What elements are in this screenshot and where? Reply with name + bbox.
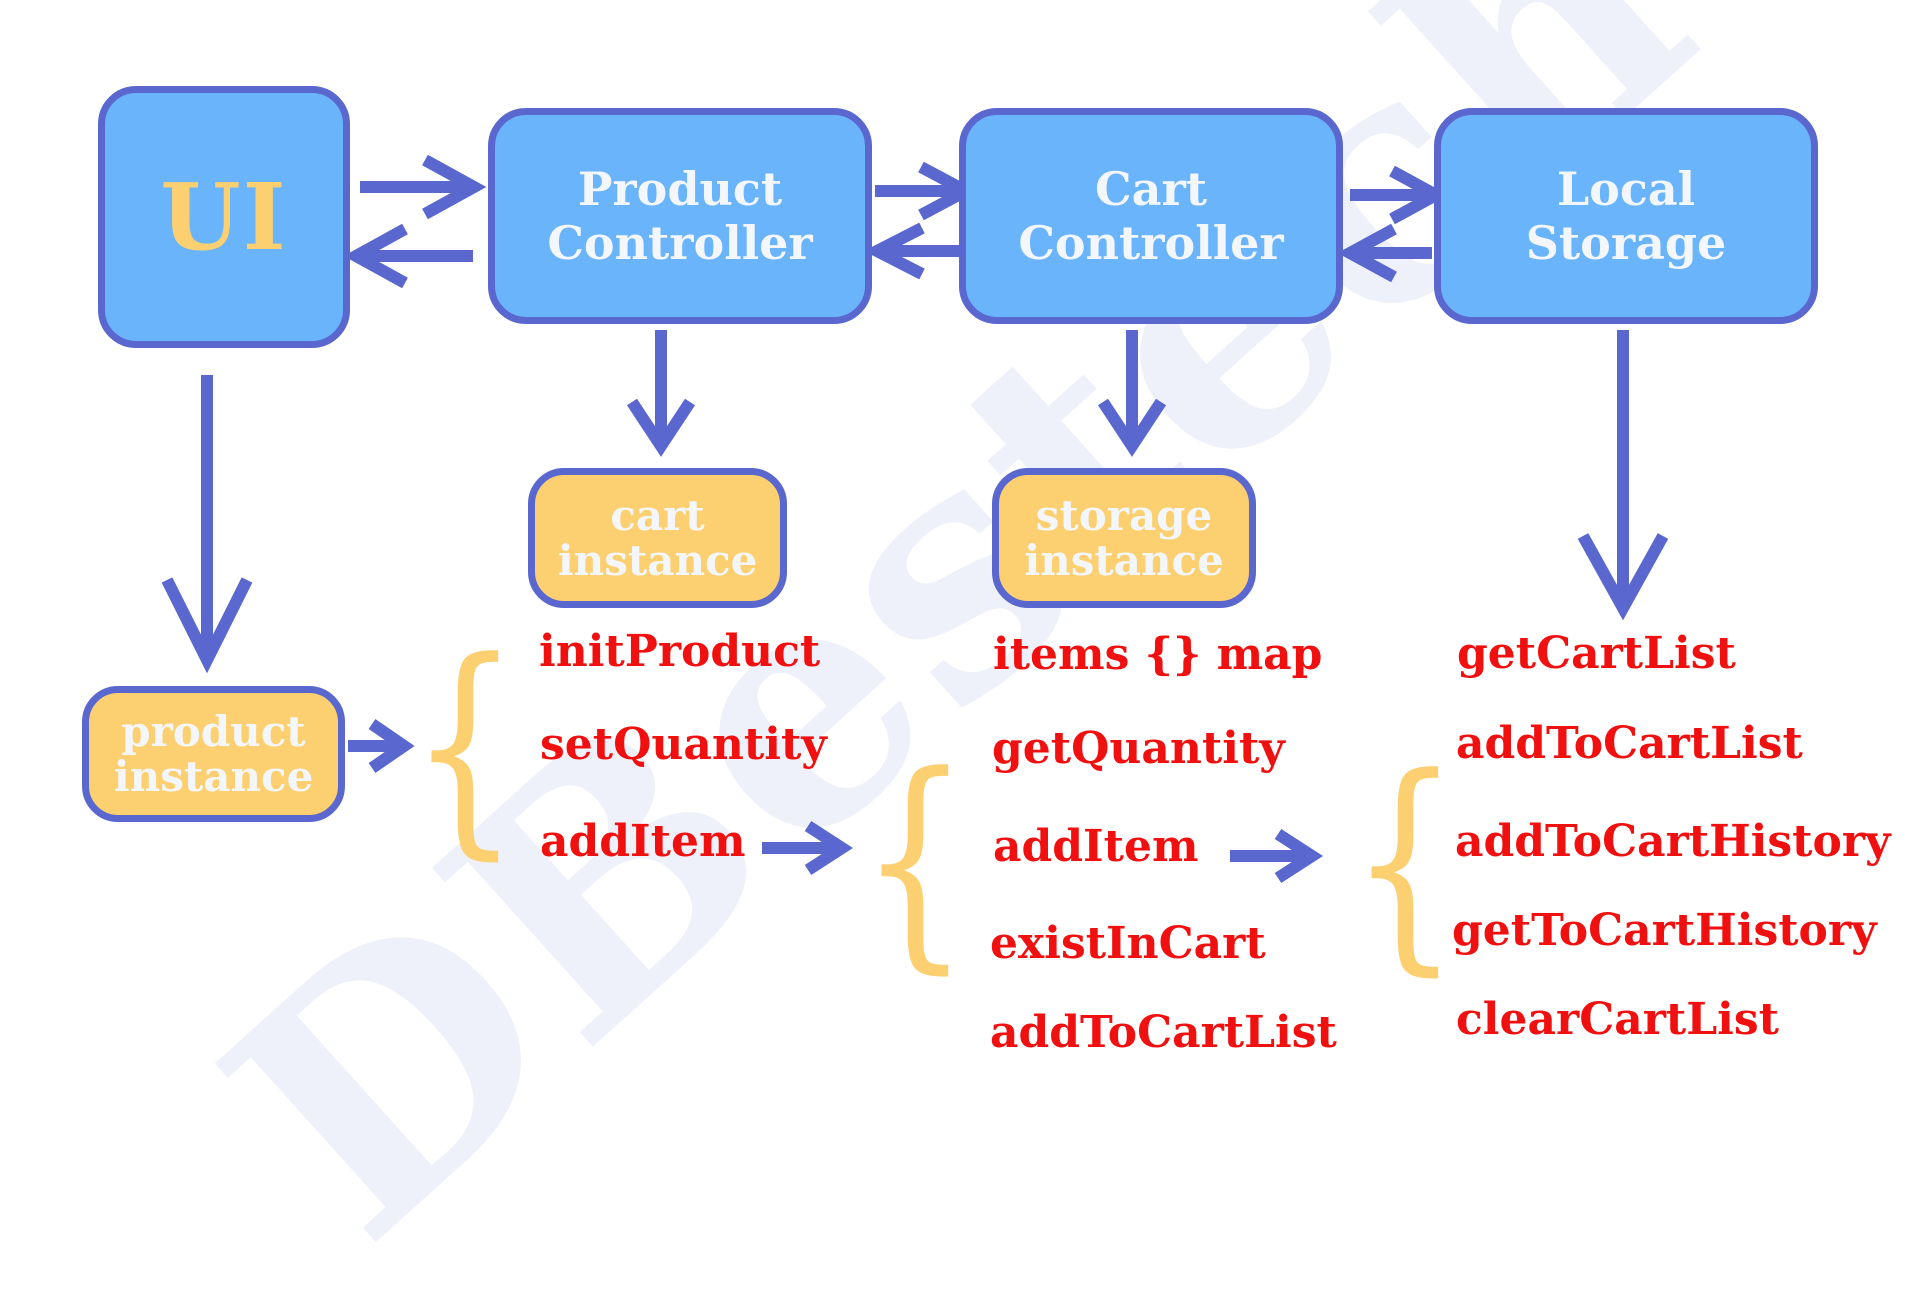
arrow-product-controller-to-cart-instance — [626, 330, 696, 457]
local-storage-label-line1: Local — [1556, 161, 1696, 216]
local-storage-label-line2: Storage — [1525, 216, 1727, 270]
cart-controller-label-line1: Cart — [1095, 161, 1207, 216]
arrow-local-storage-to-cart-controller — [1337, 223, 1432, 283]
arrow-cart-controller-to-storage-instance — [1097, 330, 1167, 457]
storage-instance-node: storage instance — [992, 468, 1256, 608]
cart-controller-label-line2: Controller — [1018, 216, 1284, 270]
arrow-ui-to-product-controller — [360, 154, 487, 220]
method-setquantity: setQuantity — [540, 719, 827, 770]
method-clearcartlist: clearCartList — [1456, 994, 1779, 1045]
storage-methods-brace: { — [1350, 729, 1460, 996]
product-instance-label-line1: product — [121, 706, 306, 756]
ui-node-label: UI — [160, 162, 288, 271]
arrow-cart-controller-to-product-controller — [863, 222, 960, 280]
product-instance-label-line2: instance — [113, 752, 314, 801]
method-getcartlist: getCartList — [1457, 628, 1736, 679]
cart-controller-node: Cart Controller — [959, 108, 1343, 324]
method-gettocarthistory: getToCartHistory — [1452, 905, 1877, 956]
cart-methods-brace: { — [860, 727, 970, 994]
cart-instance-node: cart instance — [528, 468, 787, 608]
cart-instance-label-line2: instance — [557, 536, 758, 585]
local-storage-node: Local Storage — [1434, 108, 1818, 324]
product-instance-node: product instance — [82, 686, 345, 822]
storage-instance-label-line1: storage — [1035, 490, 1213, 540]
product-controller-label-line2: Controller — [547, 216, 813, 270]
storage-instance-label-line2: instance — [1024, 536, 1224, 585]
arrow-cart-controller-to-local-storage — [1350, 165, 1449, 225]
method-cart-addtocartlist: addToCartList — [990, 1007, 1337, 1058]
ui-node: UI — [98, 86, 350, 348]
method-additem: addItem — [540, 816, 746, 867]
product-methods-brace: { — [410, 613, 520, 880]
cart-instance-label-line1: cart — [610, 490, 705, 540]
architecture-diagram: DBestech — [82, 0, 1891, 1310]
arrow-product-controller-to-ui — [343, 223, 473, 289]
arrow-product-controller-to-cart-controller — [875, 161, 979, 221]
product-controller-label-line1: Product — [577, 161, 783, 216]
method-addtocarthistory: addToCartHistory — [1455, 816, 1891, 867]
arrow-ui-to-product-instance — [161, 375, 253, 674]
method-existincart: existInCart — [990, 918, 1266, 969]
method-getquantity: getQuantity — [992, 723, 1285, 774]
arrow-cart-additem-to-storage-methods — [1230, 828, 1324, 884]
arrow-additem-to-cart-methods — [762, 820, 854, 876]
method-storage-addtocartlist: addToCartList — [1456, 718, 1803, 769]
method-initproduct: initProduct — [539, 626, 821, 677]
arrow-product-instance-to-methods — [348, 719, 415, 773]
cart-items-map: items {} map — [993, 629, 1323, 680]
arrows-layer — [161, 154, 1669, 884]
arrow-local-storage-to-storage-methods — [1577, 330, 1669, 621]
method-cart-additem: addItem — [993, 821, 1199, 872]
product-controller-node: Product Controller — [488, 108, 872, 324]
